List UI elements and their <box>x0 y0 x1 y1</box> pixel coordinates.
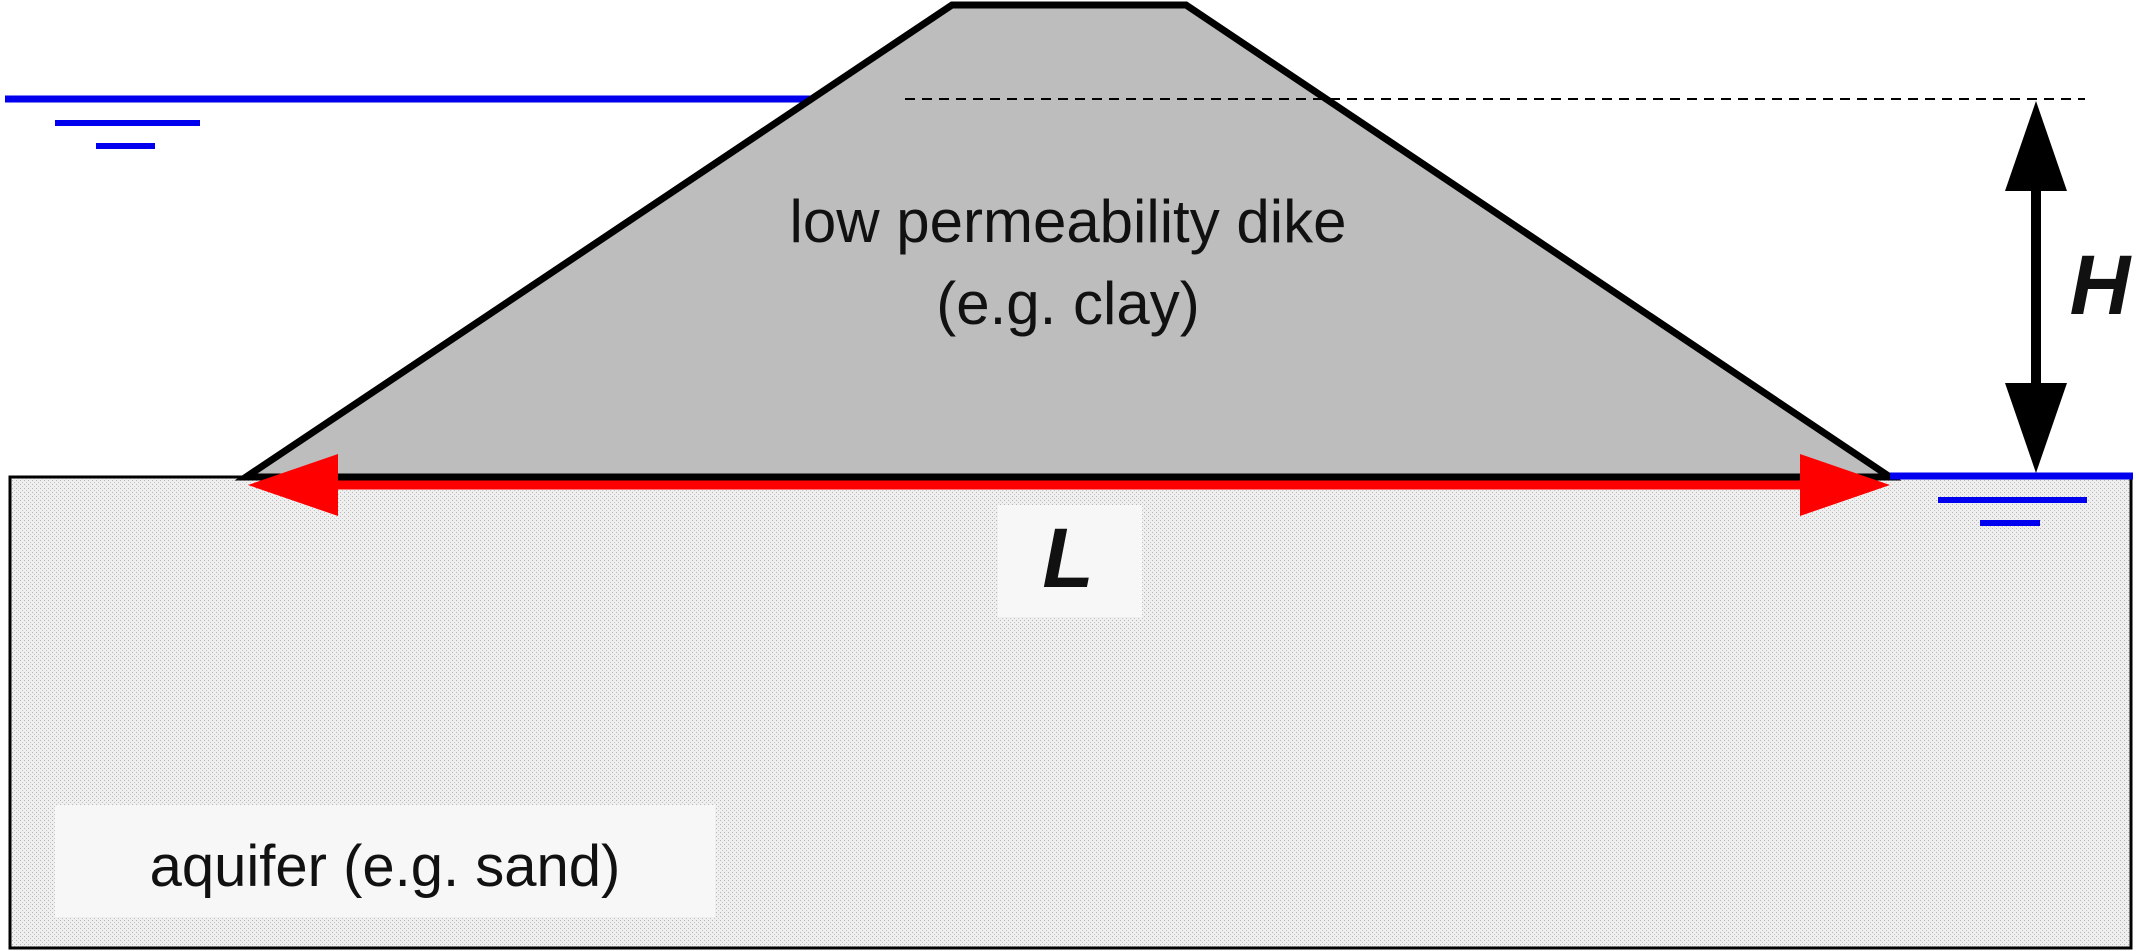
downstream-water <box>1890 472 2133 526</box>
water-level-icon <box>55 120 200 149</box>
length-arrow-right-head <box>1800 454 1890 516</box>
dike-label-line2: (e.g. clay) <box>936 270 1199 337</box>
length-symbol: L <box>1042 511 1093 605</box>
aquifer-label-box <box>55 805 715 917</box>
head-arrow-top-head <box>2005 101 2067 191</box>
length-arrow-left-head <box>248 454 338 516</box>
head-arrow-bottom-head <box>2005 383 2067 473</box>
head-symbol: H <box>2070 238 2133 332</box>
dike-body <box>234 1 1902 481</box>
water-level-icon <box>1938 497 2087 526</box>
upstream-water <box>5 95 818 149</box>
length-arrow <box>248 454 1890 516</box>
length-label-box <box>998 505 1142 617</box>
head-arrow <box>2005 101 2067 473</box>
dike-label-line1: low permeability dike <box>790 188 1347 255</box>
aquifer-label: aquifer (e.g. sand) <box>150 834 621 899</box>
